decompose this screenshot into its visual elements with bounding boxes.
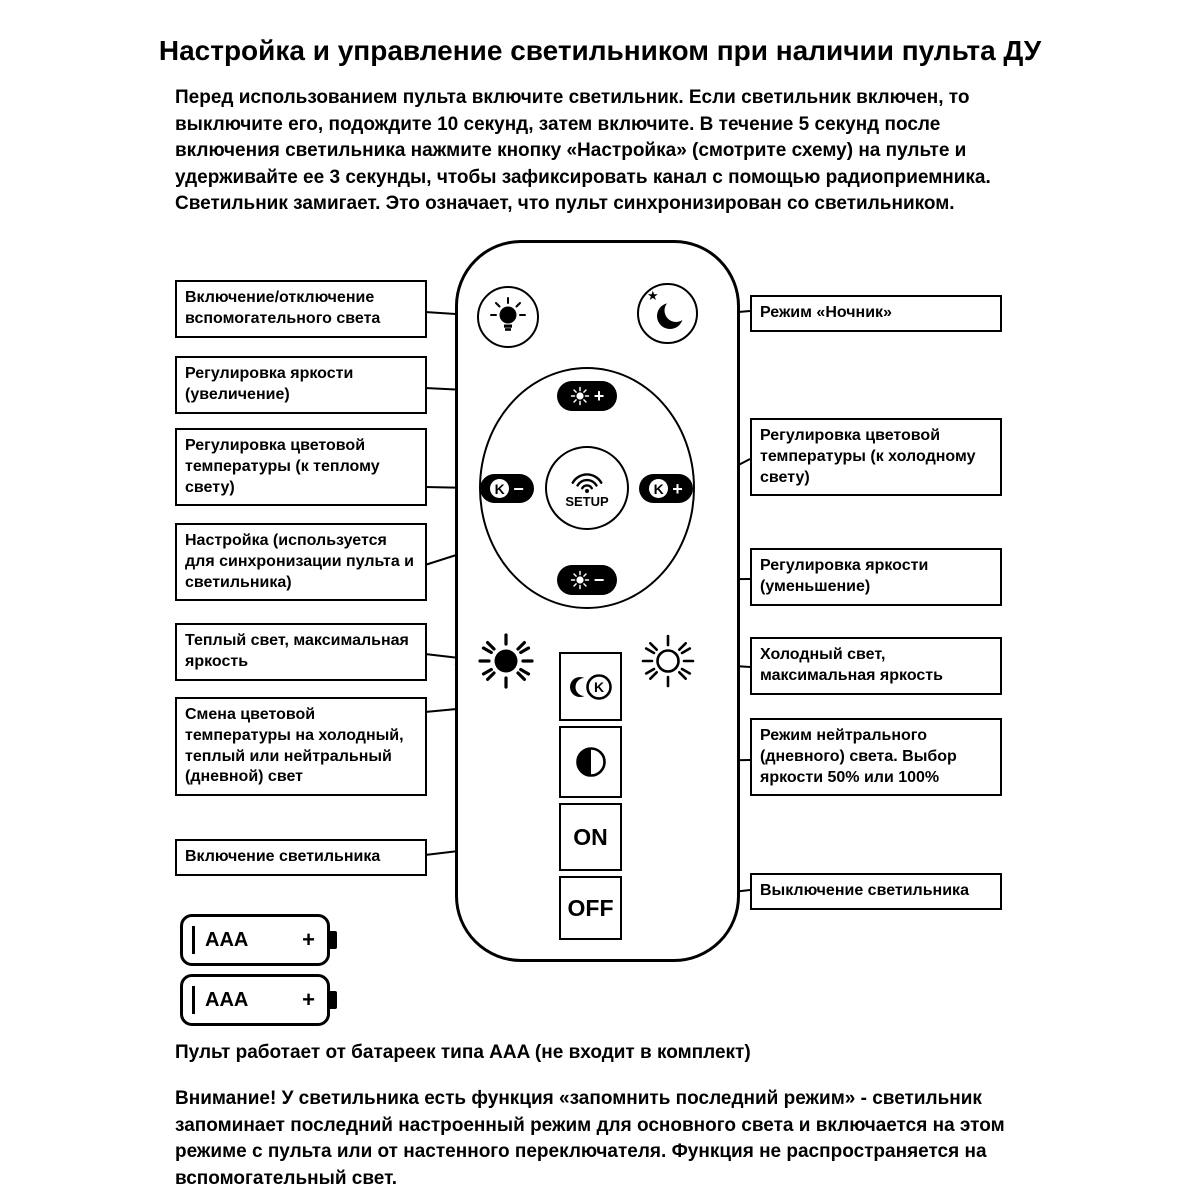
- battery-plus-label: +: [302, 987, 315, 1012]
- on-button[interactable]: ON: [559, 803, 622, 871]
- kelvin-plus-button[interactable]: K +: [639, 474, 693, 503]
- brightness-up-button[interactable]: +: [557, 381, 617, 411]
- cold-sun-icon: [641, 634, 695, 688]
- kelvin-icon: K: [490, 479, 510, 498]
- svg-text:K: K: [593, 679, 603, 695]
- callout-lamp-off: Выключение светильника: [750, 873, 1002, 910]
- on-label: ON: [573, 823, 608, 850]
- callout-brightness-down: Регулировка яркости (уменьшение): [750, 548, 1002, 606]
- brightness-down-button[interactable]: −: [557, 565, 617, 595]
- battery-terminal-bar: [192, 926, 195, 954]
- off-button[interactable]: OFF: [559, 876, 622, 940]
- callout-cold-temp: Регулировка цветовой температуры (к холо…: [750, 418, 1002, 497]
- sun-icon: [570, 386, 589, 406]
- neutral-mode-button[interactable]: [559, 726, 622, 798]
- wifi-icon: [571, 473, 603, 493]
- battery-aaa-icon: AAA +: [180, 914, 337, 966]
- battery-positive-nub: [328, 931, 337, 949]
- intro-paragraph: Перед использованием пульта включите све…: [175, 87, 991, 215]
- plus-sign: +: [672, 478, 683, 499]
- callout-cold-max: Холодный свет, максимальная яркость: [750, 637, 1002, 695]
- battery-terminal-bar: [192, 986, 195, 1014]
- setup-label: SETUP: [565, 494, 609, 509]
- warning-paragraph: Внимание! У светильника есть функция «за…: [175, 1088, 1005, 1189]
- warm-light-button[interactable]: [477, 632, 535, 695]
- kelvin-minus-button[interactable]: K −: [480, 474, 534, 503]
- callout-setup: Настройка (используется для синхронизаци…: [175, 523, 427, 602]
- battery-positive-nub: [328, 991, 337, 1009]
- page-title: Настройка и управление светильником при …: [158, 34, 1042, 66]
- star-icon: ★: [647, 288, 659, 303]
- callout-warm-max: Теплый свет, максимальная яркость: [175, 623, 427, 681]
- half-circle-icon: [575, 747, 606, 777]
- battery-type-label: AAA: [205, 928, 249, 951]
- battery-aaa-icon: AAA +: [180, 974, 337, 1026]
- moon-kelvin-icon: K: [569, 673, 612, 700]
- kelvin-icon: K: [649, 479, 669, 498]
- plus-sign: +: [593, 386, 605, 406]
- callout-temp-cycle: Смена цветовой температуры на холодный, …: [175, 697, 427, 797]
- sun-icon: [570, 570, 589, 590]
- callout-brightness-up: Регулировка яркости (увеличение): [175, 356, 427, 414]
- callout-aux-light: Включение/отключение вспомогательного св…: [175, 280, 427, 338]
- cold-light-button[interactable]: [639, 632, 697, 695]
- battery-type-label: AAA: [205, 988, 249, 1011]
- callout-lamp-on: Включение светильника: [175, 839, 427, 876]
- off-label: OFF: [567, 894, 614, 921]
- night-mode-button[interactable]: ★: [637, 283, 698, 344]
- setup-button[interactable]: SETUP: [545, 446, 629, 530]
- moon-icon: [656, 298, 687, 329]
- callout-neutral-mode: Режим нейтрального (дневного) света. Выб…: [750, 718, 1002, 797]
- callout-night-mode: Режим «Ночник»: [750, 295, 1002, 332]
- callout-warm-temp: Регулировка цветовой температуры (к тепл…: [175, 428, 427, 507]
- light-bulb-icon: [490, 297, 526, 331]
- minus-sign: −: [593, 570, 605, 590]
- battery-plus-label: +: [302, 927, 315, 952]
- warm-sun-icon: [478, 633, 534, 689]
- minus-sign: −: [513, 478, 524, 499]
- color-temp-cycle-button[interactable]: K: [559, 652, 622, 721]
- aux-light-button[interactable]: [477, 286, 539, 348]
- battery-note: Пульт работает от батареек типа AAA (не …: [175, 1042, 751, 1063]
